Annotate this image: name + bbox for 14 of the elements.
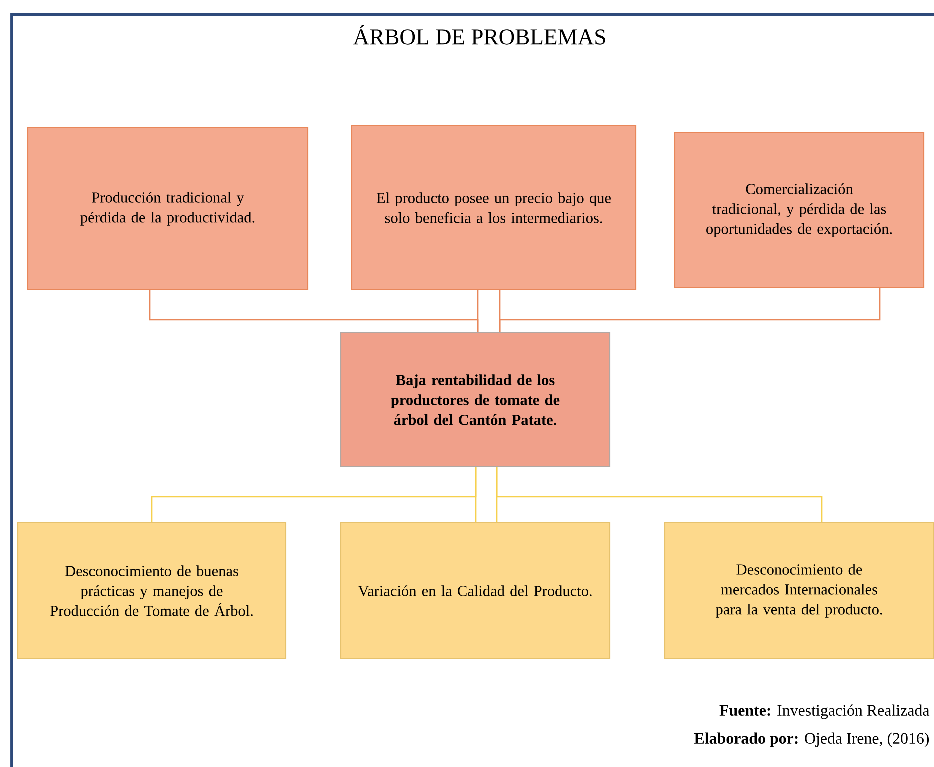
- cause-box: Comercialización tradicional, y pérdida de las oportunidades de exportación.: [674, 132, 925, 289]
- connector-line: [475, 466, 498, 524]
- effect-box: Variación en la Calidad del Producto.: [340, 522, 611, 660]
- cause-box: Producción tradicional y pérdida de la productividad.: [27, 127, 309, 291]
- connector-line: [477, 290, 501, 334]
- connector-line: [496, 468, 823, 522]
- cause-box: El producto posee un precio bajo que solo beneficia a los intermediarios.: [351, 125, 637, 291]
- source-note: Elaborado por: Ojeda Irene, (2016): [694, 732, 930, 748]
- effect-box: Desconocimiento de buenas prácticas y manejos de Producción de Tomate de Árbol.: [17, 522, 287, 660]
- connector-line: [499, 288, 881, 332]
- effect-box: Desconocimiento de mercados Internacionales para la venta del producto.: [664, 522, 934, 660]
- problem-box: Baja rentabilidad de los productores de tomate de árbol del Cantón Patate.: [340, 332, 611, 468]
- source-note: Fuente: Investigación Realizada: [720, 704, 930, 720]
- title: ÁRBOL DE PROBLEMAS: [354, 25, 606, 45]
